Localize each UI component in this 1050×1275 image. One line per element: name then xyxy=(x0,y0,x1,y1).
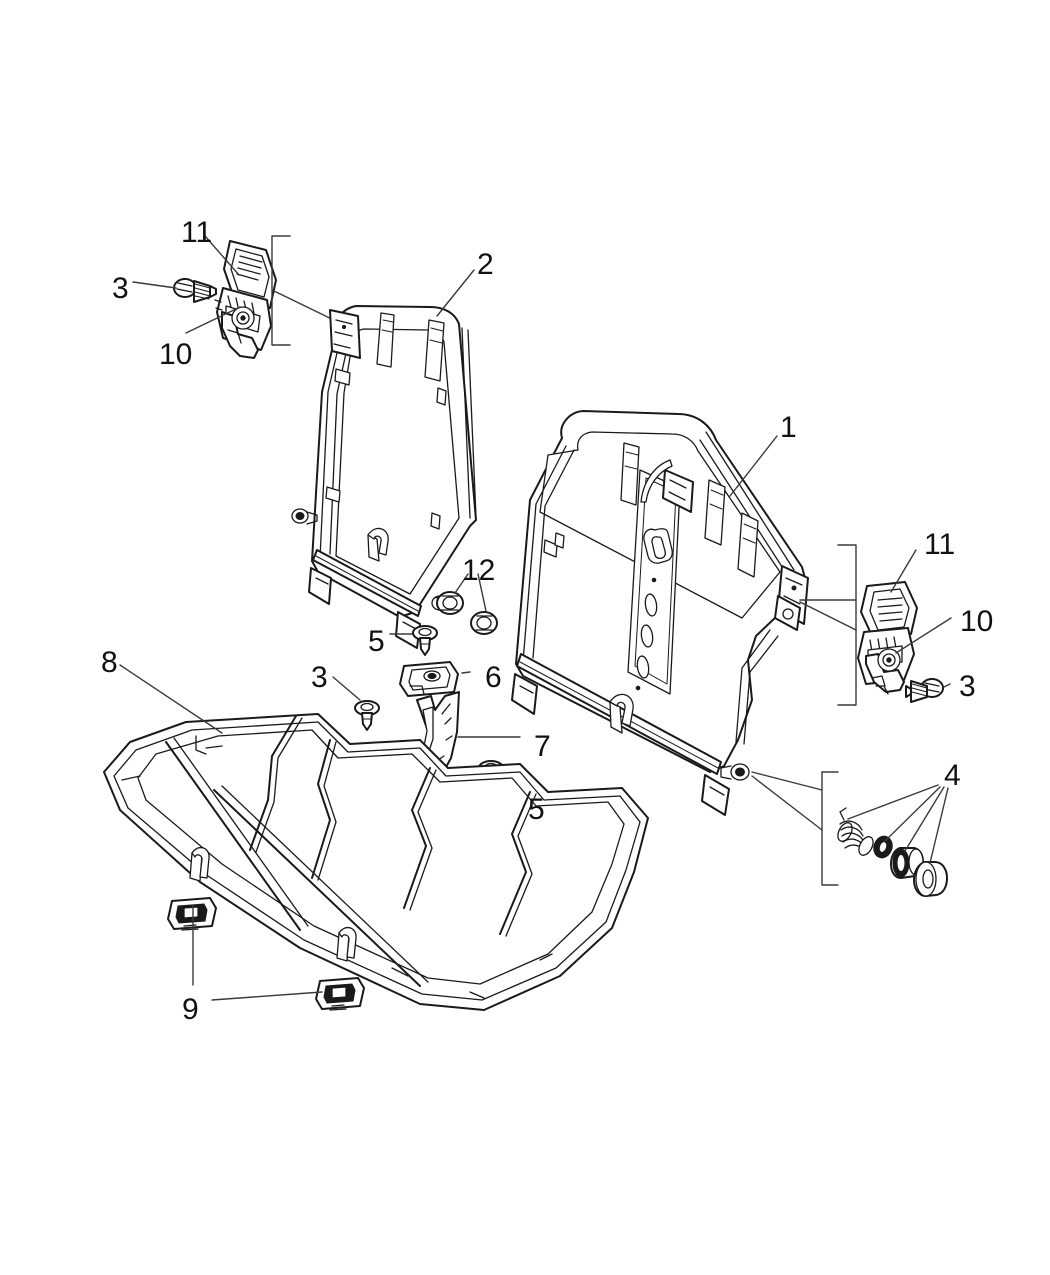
leaders-right-latch xyxy=(751,544,952,886)
latch-assembly-left xyxy=(214,240,277,359)
callout-3-right: 3 xyxy=(959,670,976,703)
leader-1 xyxy=(729,435,778,497)
callout-5-upper: 5 xyxy=(368,625,385,658)
leaders-left-latch xyxy=(132,235,343,346)
callout-9: 9 xyxy=(182,993,199,1026)
callout-11-right: 11 xyxy=(924,528,956,561)
callout-7: 7 xyxy=(534,730,551,763)
retainer-clip-a xyxy=(167,897,217,931)
leader-2 xyxy=(436,269,475,317)
callout-3-center: 3 xyxy=(311,661,328,694)
seat-back-frame-right xyxy=(511,410,809,816)
screw-left xyxy=(173,278,217,303)
callout-2: 2 xyxy=(477,248,494,281)
callout-4: 4 xyxy=(944,759,961,792)
callout-6: 6 xyxy=(485,661,502,694)
pivot-pin-left xyxy=(291,508,318,525)
latch-assembly-right xyxy=(857,581,918,695)
seat-cushion-wire-frame xyxy=(103,664,649,1011)
pivot-bushings xyxy=(436,573,498,635)
callout-10-left: 10 xyxy=(159,338,193,371)
screw-center xyxy=(332,676,380,731)
pivot-stud-right xyxy=(720,763,750,781)
callout-5-lower: 5 xyxy=(528,793,545,826)
callout-11-left: 11 xyxy=(181,216,213,249)
seat-back-frame-left xyxy=(291,305,477,649)
cage-nut-clip xyxy=(399,661,471,697)
callout-10-right: 10 xyxy=(960,605,994,638)
end-cap xyxy=(913,861,948,897)
screw-right xyxy=(905,678,944,703)
leader-9-b xyxy=(211,991,323,1001)
thin-washer xyxy=(873,835,893,859)
push-pin-upper xyxy=(389,625,438,656)
callout-3-left: 3 xyxy=(112,272,129,305)
retainer-clip-b xyxy=(315,977,365,1011)
callout-1: 1 xyxy=(780,411,797,444)
coil-spring xyxy=(837,807,874,856)
pivot-hardware-group xyxy=(837,784,949,897)
callout-12: 12 xyxy=(462,554,496,587)
callout-8: 8 xyxy=(101,646,118,679)
